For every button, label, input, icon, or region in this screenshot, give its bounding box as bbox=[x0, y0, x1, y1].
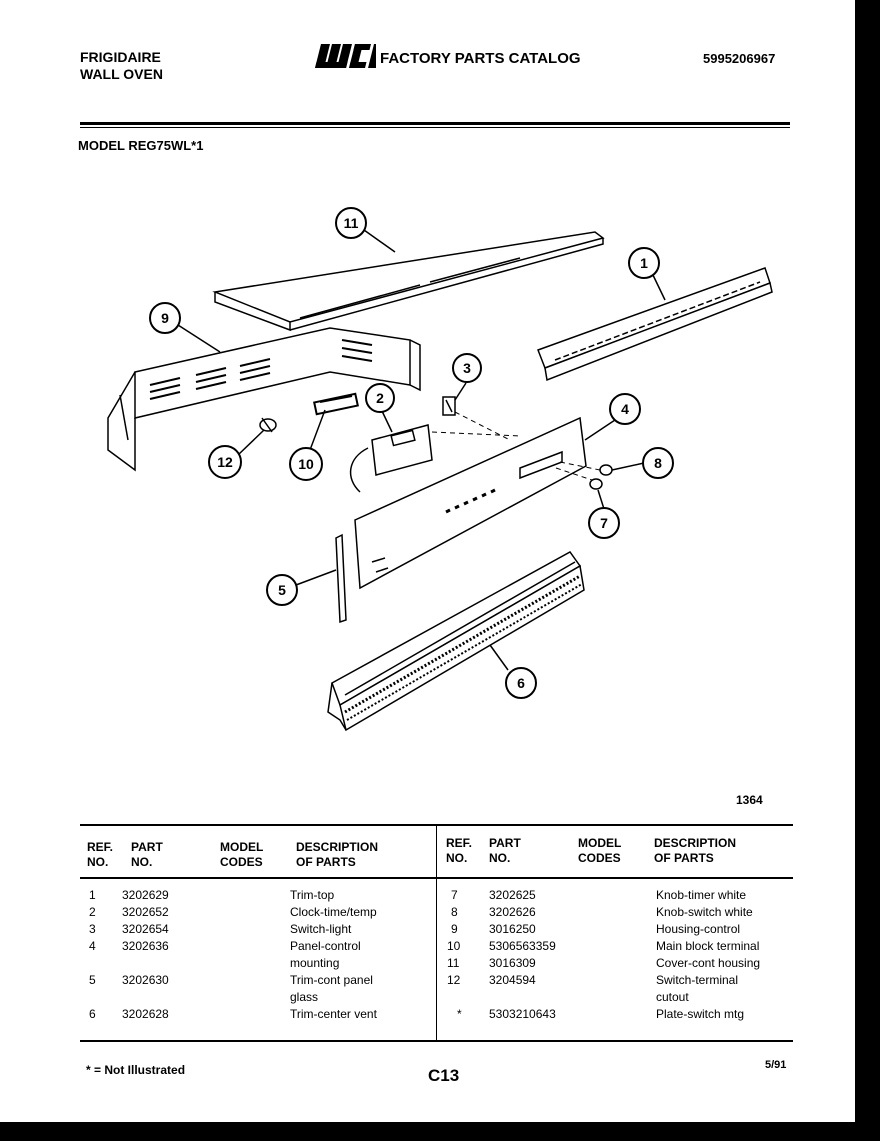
part-1-trim-top bbox=[537, 267, 773, 382]
callout-6: 6 bbox=[505, 667, 537, 699]
callout-9: 9 bbox=[149, 302, 181, 334]
svg-text:12: 12 bbox=[217, 454, 233, 470]
callout-12: 12 bbox=[208, 445, 242, 479]
svg-text:11: 11 bbox=[344, 215, 359, 231]
svg-text:3: 3 bbox=[463, 360, 471, 376]
model-number: MODEL REG75WL*1 bbox=[78, 138, 204, 153]
callout-4: 4 bbox=[609, 393, 641, 425]
svg-text:5: 5 bbox=[278, 582, 286, 598]
svg-text:8: 8 bbox=[654, 455, 662, 471]
callout-8: 8 bbox=[642, 447, 674, 479]
part-6-trim-center-vent bbox=[327, 551, 585, 732]
callout-3: 3 bbox=[452, 353, 482, 383]
part-10-main-block-terminal bbox=[313, 392, 359, 416]
page-border-right bbox=[855, 0, 880, 1141]
header-rule-thick bbox=[80, 122, 790, 125]
revision-date: 5/91 bbox=[765, 1059, 787, 1071]
part-11-cover-cont-housing bbox=[212, 231, 605, 332]
header-rule-thin bbox=[80, 127, 790, 128]
part-8-knob-switch bbox=[599, 464, 613, 476]
leader-lines bbox=[177, 229, 666, 671]
part-2-clock bbox=[349, 424, 433, 493]
svg-text:4: 4 bbox=[621, 401, 629, 417]
part-12-switch-terminal-cutout bbox=[259, 417, 277, 433]
exploded-parts-diagram: 11 1 9 3 2 4 8 7 12 10 5 6 bbox=[107, 207, 773, 732]
catalog-title: FACTORY PARTS CATALOG bbox=[380, 50, 581, 67]
callout-10: 10 bbox=[289, 447, 323, 481]
callout-1: 1 bbox=[628, 247, 660, 279]
part-3-switch-light bbox=[442, 396, 456, 416]
header-ref: REF.NO. bbox=[87, 840, 114, 869]
page-number: C13 bbox=[428, 1066, 460, 1085]
callout-11: 11 bbox=[335, 207, 367, 239]
part-4-panel-control bbox=[354, 411, 601, 590]
page-border-bottom bbox=[0, 1122, 880, 1141]
part-9-housing-control bbox=[107, 327, 421, 472]
brand-block: FRIGIDAIRE WALL OVEN bbox=[80, 49, 163, 83]
brand-name: FRIGIDAIRE bbox=[80, 49, 161, 65]
wci-logo bbox=[315, 44, 376, 68]
callout-2: 2 bbox=[365, 383, 395, 413]
not-illustrated-note: * = Not Illustrated bbox=[86, 1063, 186, 1077]
table-top-rule bbox=[80, 824, 793, 826]
header-ref-right: REF.NO. bbox=[446, 836, 473, 865]
callout-5: 5 bbox=[266, 574, 298, 606]
callout-7: 7 bbox=[588, 507, 620, 539]
table-bottom-rule bbox=[80, 1040, 793, 1042]
svg-text:9: 9 bbox=[161, 310, 169, 326]
document-number: 5995206967 bbox=[703, 51, 776, 66]
svg-text:6: 6 bbox=[517, 675, 525, 691]
svg-text:2: 2 bbox=[376, 390, 384, 406]
svg-text:10: 10 bbox=[298, 456, 314, 472]
svg-text:1: 1 bbox=[640, 255, 648, 271]
product-type: WALL OVEN bbox=[80, 66, 163, 82]
table-column-divider bbox=[436, 826, 437, 1040]
svg-text:7: 7 bbox=[600, 515, 608, 531]
part-5-trim-glass bbox=[335, 533, 347, 624]
figure-number: 1364 bbox=[736, 793, 763, 807]
part-7-knob-timer bbox=[589, 478, 603, 490]
